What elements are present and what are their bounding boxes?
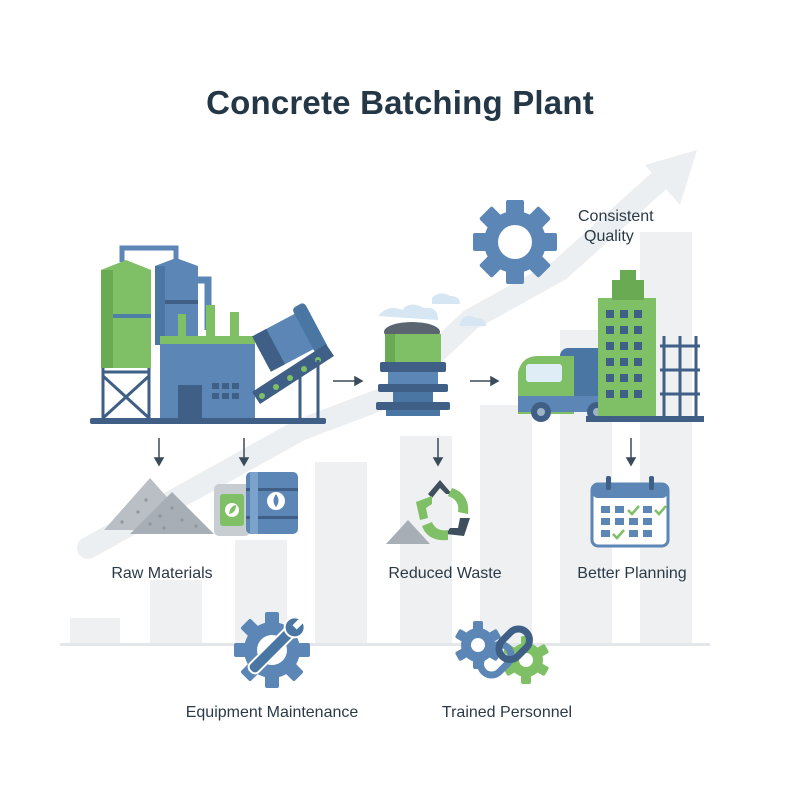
building-icon xyxy=(586,270,704,422)
cement-bag-icon xyxy=(214,484,250,536)
reduced-waste-label: Reduced Waste xyxy=(388,565,502,582)
aggregate-piles-icon xyxy=(104,478,214,534)
equipment-maintenance-label: Equipment Maintenance xyxy=(185,704,359,721)
page-title: Concrete Batching Plant xyxy=(206,84,594,121)
down-arrow xyxy=(153,438,637,467)
consistent-quality-label: Consistent Quality xyxy=(578,207,654,247)
flow-arrow xyxy=(333,375,500,387)
wrench-gear-icon xyxy=(234,612,310,688)
chain-gears-icon xyxy=(455,621,549,684)
gear-icon xyxy=(473,200,557,284)
calendar-icon xyxy=(590,476,670,548)
recycle-icon xyxy=(386,480,470,544)
consistent-quality-line1: Consistent xyxy=(578,208,654,225)
batching-plant-icon xyxy=(90,245,334,424)
consistent-quality-line2: Quality xyxy=(584,228,634,245)
better-planning-label: Better Planning xyxy=(577,565,687,582)
raw-materials-label: Raw Materials xyxy=(111,565,213,582)
trained-personnel-label: Trained Personnel xyxy=(441,704,573,721)
water-barrel-icon xyxy=(246,472,298,534)
mixer-hopper-icon xyxy=(376,293,486,416)
